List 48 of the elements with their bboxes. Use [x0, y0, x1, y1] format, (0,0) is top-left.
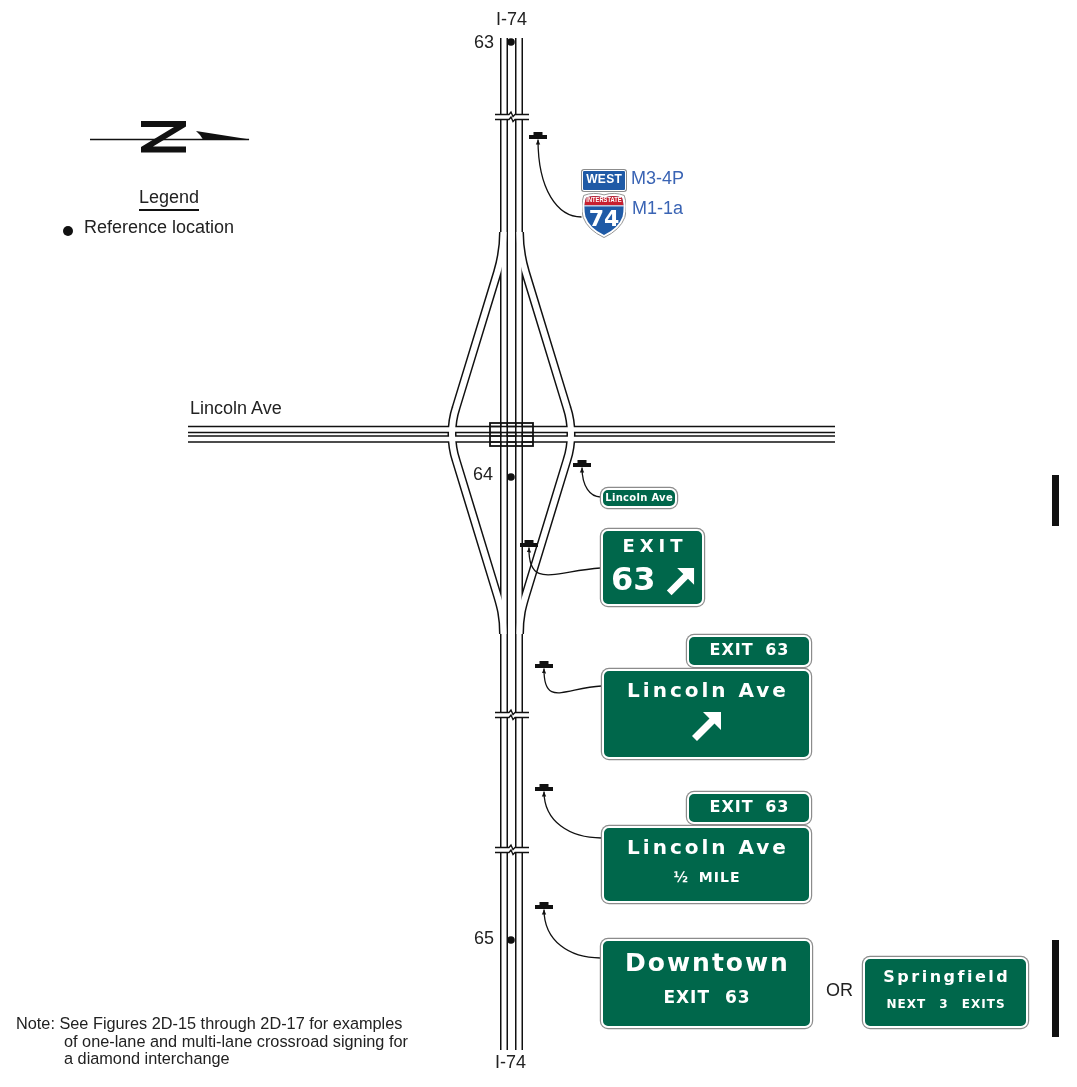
- exit-plaque: [687, 635, 811, 667]
- sign-symbol-icon: [573, 460, 591, 467]
- legend-text: Reference location: [84, 218, 235, 238]
- guide-sign: [602, 669, 811, 759]
- sign-symbol-icon: [535, 661, 553, 668]
- sign-symbol-icon: [535, 784, 553, 791]
- destination-text: Lincoln Ave: [627, 679, 789, 701]
- leader-line: [542, 908, 602, 959]
- destination-text: Downtown: [625, 949, 790, 977]
- road-name: Lincoln Ave: [190, 399, 282, 419]
- sign-symbol-icon: [529, 132, 547, 139]
- exit-number-text: EXIT 63: [709, 641, 790, 659]
- destination-text: Lincoln Ave: [627, 836, 789, 858]
- sign-symbol-icon: [535, 902, 553, 909]
- guide-sign: [602, 826, 811, 903]
- leader-line: [536, 138, 583, 218]
- exit-number-text: EXIT 63: [709, 798, 790, 816]
- reference-number: 65: [474, 929, 495, 949]
- exit-guide-sign: [601, 529, 704, 606]
- sign-code: M3-4P: [631, 169, 684, 189]
- interstate-shield: [582, 192, 626, 238]
- route-number: 74: [588, 207, 620, 232]
- sign-symbol-icon: [520, 540, 538, 547]
- legend-heading: Legend: [139, 188, 200, 211]
- sign-code: M1-1a: [632, 199, 684, 219]
- street-name-sign: [601, 488, 677, 508]
- or-label: OR: [826, 981, 853, 1001]
- note-text: Note: See Figures 2D-15 through 2D-17 for examples of one-lane and multi-lane crossroad signing for a diamond interchange: [16, 1015, 409, 1068]
- exit-text: EXIT: [622, 536, 688, 556]
- guide-sign: [601, 939, 812, 1028]
- distance-text: ½ MILE: [673, 870, 741, 886]
- exit-count-text: NEXT 3 EXITS: [886, 998, 1006, 1012]
- guide-sign: [863, 957, 1028, 1028]
- leader-line: [580, 466, 602, 498]
- reference-number: 64: [473, 465, 494, 485]
- exit-plaque: [687, 792, 811, 824]
- leader-line: [527, 546, 602, 576]
- leader-line: [542, 667, 603, 694]
- direction-text: WEST: [586, 173, 623, 187]
- leader-line: [542, 790, 603, 839]
- shield-banner-text: INTERSTATE: [586, 195, 622, 205]
- exit-number-text: EXIT 63: [663, 988, 751, 1007]
- route-label: I-74: [496, 10, 528, 30]
- street-name: Lincoln Ave: [605, 492, 673, 503]
- destination-text: Springfield: [883, 968, 1011, 986]
- route-label: I-74: [495, 1053, 527, 1073]
- reference-number: 63: [474, 33, 495, 53]
- exit-number: 63: [611, 562, 656, 598]
